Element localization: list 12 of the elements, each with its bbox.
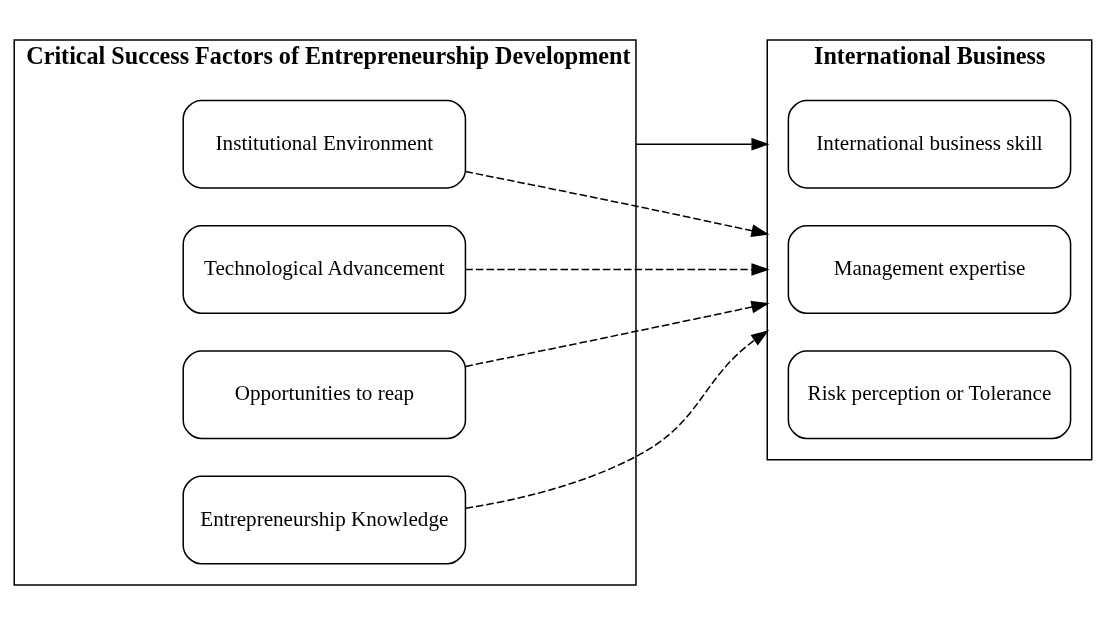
- arrow: [465, 330, 770, 509]
- node-box: International business skill: [787, 99, 1072, 189]
- node-box: Technological Advancement: [182, 224, 467, 314]
- node-box: Management expertise: [787, 224, 1072, 314]
- node-box: Institutional Environment: [182, 99, 467, 189]
- arrow: [464, 263, 770, 276]
- node-box: Risk perception or Tolerance: [787, 350, 1072, 440]
- node-box: Entrepreneurship Knowledge: [182, 475, 467, 565]
- node-box: Opportunities to reap: [182, 350, 467, 440]
- arrow: [635, 137, 770, 151]
- arrow: [464, 300, 770, 368]
- arrow: [464, 170, 770, 237]
